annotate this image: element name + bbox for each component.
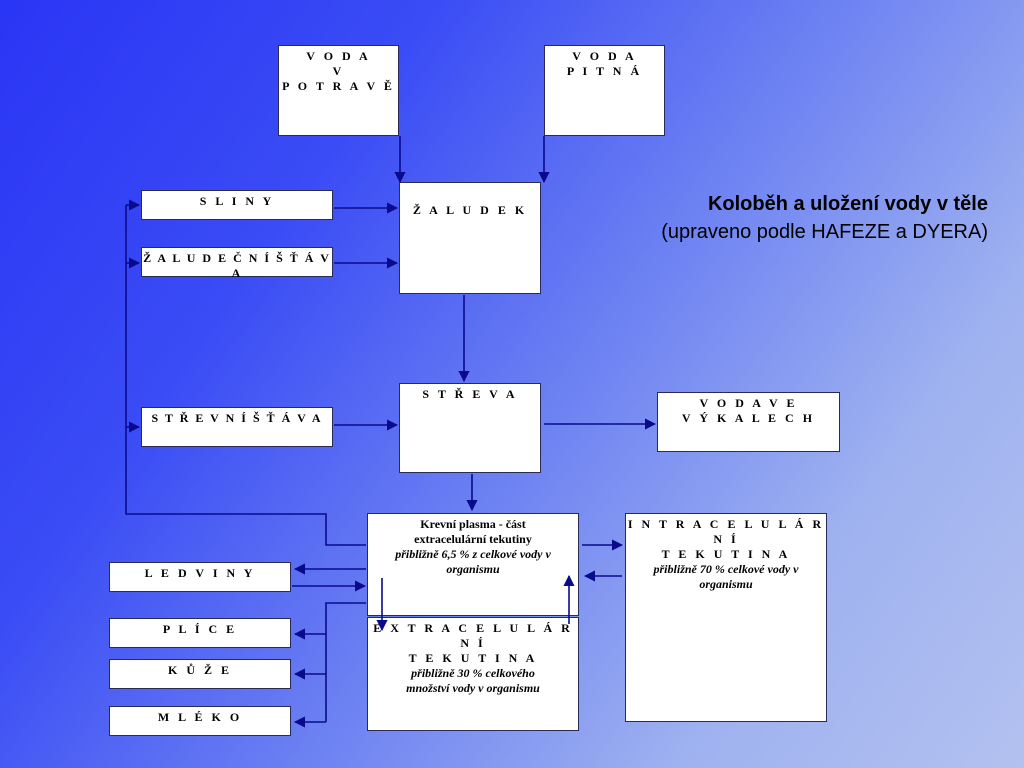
box-plice: P L Í C E [109,618,291,648]
box-voda-v-potrave: V O D A V P O T R A V Ě [278,45,399,136]
box-strevni-stava: S T Ř E V N Í Š Ť Á V A [141,407,333,447]
box-voda-ve-vykalech: V O D A V E V Ý K A L E C H [657,392,840,452]
box-ledviny: L E D V I N Y [109,562,291,592]
title-main: Koloběh a uložení vody v těle [707,193,988,215]
box-krevni-plasma: Krevní plasma - část extracelulární teku… [367,513,579,616]
box-streva: S T Ř E V A [399,383,541,473]
intracelularni-title: I N T R A C E L U L Á R N Í T E K U T I … [627,517,825,561]
intracelularni-detail: přibližně 70 % celkové vody v organismu [653,562,799,591]
loop-return-line [125,205,366,546]
box-kuze: K Ů Ž E [109,659,291,689]
box-voda-pitna: V O D A P I T N Á [544,45,665,136]
diagram-title: Koloběh a uložení vody v těle (upraveno … [560,190,988,246]
box-intracelularni: I N T R A C E L U L Á R N Í T E K U T I … [625,513,827,722]
box-zaludek: Ž A L U D E K [399,182,541,294]
distribution-line [325,602,366,722]
box-sliny: S L I N Y [141,190,333,220]
box-zaludecni-stava: Ž A L U D E Č N Í Š Ť Á V A [141,247,333,280]
extracelularni-detail: přibližně 30 % celkového množství vody v… [406,666,540,695]
extracelularni-title: E X T R A C E L U L Á R N Í T E K U T I … [373,621,573,665]
title-sub: (upraveno podle HAFEZE a DYERA) [661,221,988,243]
krevni-plasma-title: Krevní plasma - část extracelulární teku… [414,517,532,546]
krevni-plasma-detail: přibližně 6,5 % z celkové vody v organis… [395,547,551,576]
box-extracelularni: E X T R A C E L U L Á R N Í T E K U T I … [367,617,579,731]
box-mleko: M L É K O [109,706,291,736]
